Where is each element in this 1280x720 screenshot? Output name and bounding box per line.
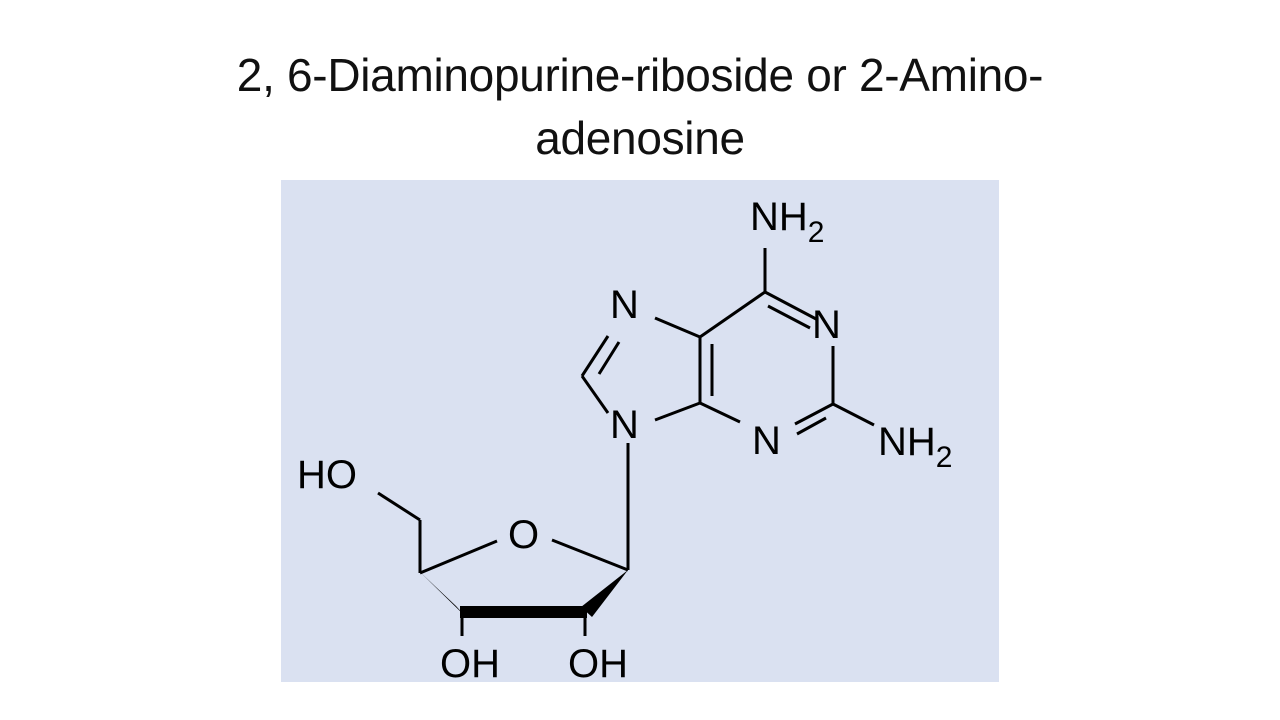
- atom-oh-left: OH: [440, 642, 500, 682]
- atom-oh-right: OH: [568, 642, 628, 682]
- atom-n3: N: [752, 419, 781, 463]
- molecule-diagram: NH2 N N N N NH2 HO O OH OH: [297, 195, 952, 682]
- atom-n7: N: [610, 283, 639, 327]
- bonds: [377, 248, 875, 636]
- title-line-2: adenosine: [535, 112, 745, 164]
- title-line-1: 2, 6-Diaminopurine-riboside or 2-Amino-: [236, 49, 1044, 101]
- atom-ho: HO: [297, 453, 357, 497]
- atom-n1: N: [812, 303, 841, 347]
- atom-ring-o: O: [508, 513, 539, 557]
- slide-title: 2, 6-Diaminopurine-riboside or 2-Amino- …: [0, 44, 1280, 170]
- chemical-structure-figure: NH2 N N N N NH2 HO O OH OH: [281, 180, 999, 682]
- atom-n9: N: [610, 403, 639, 447]
- atom-nh2-right: NH2: [878, 420, 952, 474]
- atom-nh2-top: NH2: [750, 195, 824, 249]
